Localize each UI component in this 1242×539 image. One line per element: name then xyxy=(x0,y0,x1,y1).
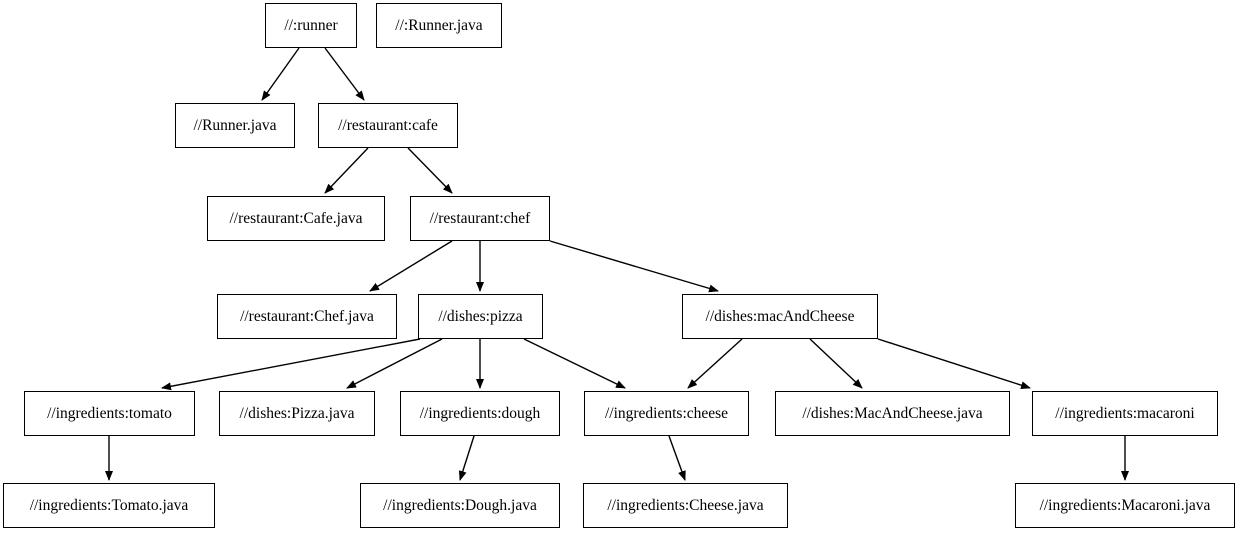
graph-node-restaurant_chef_java[interactable]: //restaurant:Chef.java xyxy=(217,294,397,339)
graph-node-label: //ingredients:dough xyxy=(419,404,541,422)
graph-node-label: //dishes:Pizza.java xyxy=(239,404,355,422)
graph-node-runner_java[interactable]: //Runner.java xyxy=(175,103,295,148)
graph-node-dishes_pizza[interactable]: //dishes:pizza xyxy=(418,294,543,339)
graph-node-label: //dishes:MacAndCheese.java xyxy=(802,404,983,422)
graph-node-restaurant_cafe[interactable]: //restaurant:cafe xyxy=(318,103,458,148)
graph-node-root_runner_java[interactable]: //:Runner.java xyxy=(376,3,502,48)
graph-node-label: //restaurant:cafe xyxy=(338,116,438,134)
graph-node-label: //ingredients:cheese xyxy=(604,404,729,422)
graph-node-label: //ingredients:tomato xyxy=(47,404,172,422)
graph-node-dishes_pizza_java[interactable]: //dishes:Pizza.java xyxy=(219,391,375,436)
graph-node-label: //:runner xyxy=(284,16,338,34)
graph-node-label: //dishes:pizza xyxy=(438,307,523,325)
graph-node-label: //ingredients:Dough.java xyxy=(383,496,537,514)
graph-node-ing_macaroni_java[interactable]: //ingredients:Macaroni.java xyxy=(1015,483,1235,528)
graph-node-dishes_macandcheese[interactable]: //dishes:macAndCheese xyxy=(682,294,878,339)
graph-node-ing_tomato[interactable]: //ingredients:tomato xyxy=(24,391,195,436)
graph-node-label: //restaurant:Chef.java xyxy=(240,307,374,325)
graph-node-restaurant_cafe_java[interactable]: //restaurant:Cafe.java xyxy=(207,196,385,241)
graph-node-label: //restaurant:chef xyxy=(429,209,531,227)
graph-node-ing_tomato_java[interactable]: //ingredients:Tomato.java xyxy=(3,483,215,528)
graph-node-label: //Runner.java xyxy=(193,116,277,134)
graph-node-ing_dough[interactable]: //ingredients:dough xyxy=(400,391,560,436)
graph-node-label: //ingredients:Cheese.java xyxy=(607,496,764,514)
graph-node-label: //restaurant:Cafe.java xyxy=(229,209,363,227)
graph-node-dishes_mac_java[interactable]: //dishes:MacAndCheese.java xyxy=(775,391,1010,436)
graph-node-ing_cheese[interactable]: //ingredients:cheese xyxy=(584,391,749,436)
graph-node-label: //ingredients:macaroni xyxy=(1055,404,1195,422)
graph-node-restaurant_chef[interactable]: //restaurant:chef xyxy=(410,196,550,241)
graph-node-label: //dishes:macAndCheese xyxy=(705,307,855,325)
graph-node-ing_cheese_java[interactable]: //ingredients:Cheese.java xyxy=(583,483,788,528)
graph-node-runner[interactable]: //:runner xyxy=(265,3,357,48)
graph-node-ing_macaroni[interactable]: //ingredients:macaroni xyxy=(1032,391,1218,436)
graph-node-label: //ingredients:Macaroni.java xyxy=(1039,496,1211,514)
graph-node-label: //:Runner.java xyxy=(395,16,483,34)
graph-node-ing_dough_java[interactable]: //ingredients:Dough.java xyxy=(360,483,560,528)
graph-node-label: //ingredients:Tomato.java xyxy=(29,496,189,514)
